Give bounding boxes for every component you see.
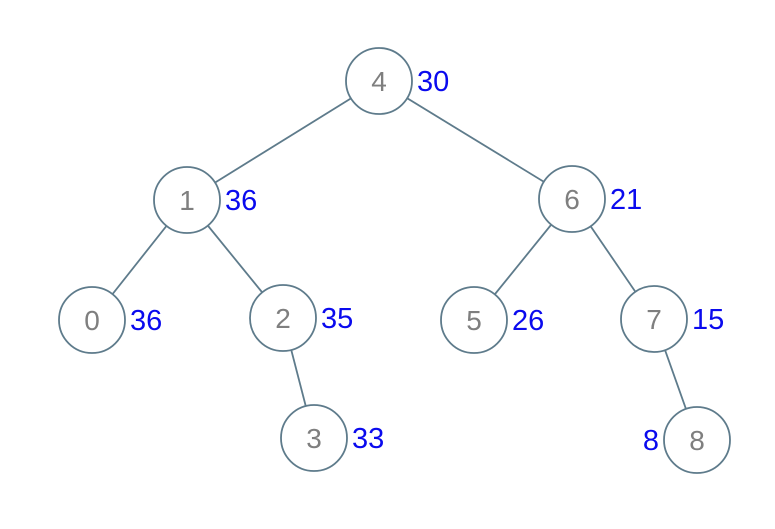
tree-node-circle: [280, 404, 348, 472]
tree-node-circle: [249, 284, 317, 352]
tree-node-value: 3: [306, 423, 322, 454]
tree-node-key: 26: [512, 305, 544, 337]
tree-node-2: 2 35: [249, 284, 353, 352]
tree-node-key: 21: [610, 184, 642, 216]
tree-node-circle: [440, 286, 508, 354]
tree-node-6: 6 21: [538, 165, 642, 233]
tree-node-key: 35: [321, 303, 353, 335]
tree-node-value: 1: [179, 185, 195, 216]
tree-node-circle: [663, 406, 731, 474]
tree-node-value: 2: [275, 303, 291, 334]
tree-node-circle: [538, 165, 606, 233]
tree-node-circle: [58, 286, 126, 354]
tree-node-value: 5: [466, 305, 482, 336]
tree-edge-4-1: [186, 80, 380, 201]
tree-node-circle: [620, 285, 688, 353]
tree-node-key: 36: [130, 305, 162, 337]
tree-node-1: 1 36: [153, 166, 257, 234]
tree-node-key: 30: [417, 66, 449, 98]
tree-node-0: 0 36: [58, 286, 162, 354]
tree-node-key: 8: [643, 425, 659, 457]
tree-edge-4-6: [378, 80, 573, 200]
tree-node-value: 6: [564, 184, 580, 215]
tree-node-circle: [153, 166, 221, 234]
tree-node-7: 7 15: [620, 285, 724, 353]
tree-node-value: 0: [84, 305, 100, 336]
tree-node-value: 7: [646, 304, 662, 335]
tree-node-4: 4 30: [345, 47, 449, 115]
tree-node-8: 88: [643, 406, 731, 474]
tree-node-key: 33: [352, 423, 384, 455]
tree-node-key: 36: [225, 185, 257, 217]
tree-node-key: 15: [692, 304, 724, 336]
tree-node-circle: [345, 47, 413, 115]
tree-node-value: 4: [371, 66, 387, 97]
tree-node-value: 8: [689, 425, 705, 456]
tree-node-5: 5 26: [440, 286, 544, 354]
